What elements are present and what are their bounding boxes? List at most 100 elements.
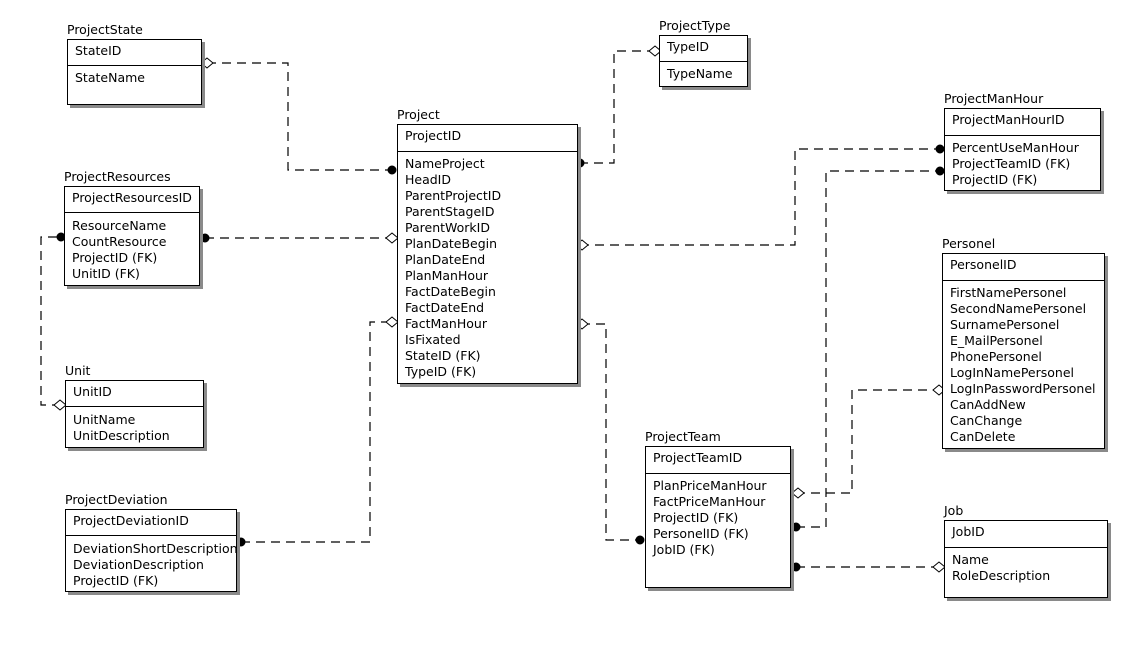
attribute: FirstNamePersonel <box>950 285 1067 300</box>
attribute: DeviationDescription <box>73 557 204 572</box>
attribute-list: ResourceName CountResource ProjectID (FK… <box>72 218 199 282</box>
rel-projecttype-project <box>580 50 656 164</box>
rel-projectstate-project <box>207 62 392 171</box>
attribute: StateID (FK) <box>405 348 481 363</box>
primary-key: TypeID <box>660 36 747 62</box>
attribute: FactPriceManHour <box>653 494 766 509</box>
rel-projectdeviation-project <box>241 321 392 543</box>
attribute: IsFixated <box>405 332 461 347</box>
attribute: SecondNamePersonel <box>950 301 1087 316</box>
rel-diamond-team-manhour <box>791 487 805 499</box>
attribute: ParentWorkID <box>405 220 490 235</box>
attribute: Name <box>952 552 989 567</box>
attribute: PercentUseManHour <box>952 140 1079 155</box>
attribute: ProjectTeamID (FK) <box>952 156 1071 171</box>
attribute: ProjectID (FK) <box>73 573 159 588</box>
entity-box: ProjectResourcesID ResourceName CountRes… <box>64 186 200 286</box>
attribute: ParentStageID <box>405 204 495 219</box>
attribute-list: NameProject HeadID ParentProjectID Paren… <box>405 156 577 380</box>
attribute: LogInPasswordPersonel <box>950 381 1096 396</box>
rel-dot-manhour-project <box>935 144 945 154</box>
attribute-list: PercentUseManHour ProjectTeamID (FK) Pro… <box>952 140 1100 188</box>
attribute-list: UnitName UnitDescription <box>73 412 203 444</box>
entity-box: PersonelID FirstNamePersonel SecondNameP… <box>942 253 1105 449</box>
entity-title: Personel <box>942 236 996 251</box>
rel-project-projectteam <box>581 323 640 541</box>
attribute: PlanDateEnd <box>405 252 486 267</box>
entity-box: ProjectTeamID PlanPriceManHour FactPrice… <box>645 446 791 588</box>
attribute: PlanDateBegin <box>405 236 498 251</box>
entity-title: ProjectResources <box>64 169 171 184</box>
attribute: FactDateEnd <box>405 300 485 315</box>
attribute: JobID (FK) <box>653 542 715 557</box>
entity-title: ProjectType <box>659 18 731 33</box>
entity-box: ProjectManHourID PercentUseManHour Proje… <box>944 108 1101 191</box>
entity-title: ProjectManHour <box>944 91 1044 106</box>
rel-dot-resources-project <box>200 233 210 243</box>
attribute: CanAddNew <box>950 397 1026 412</box>
primary-key: ProjectTeamID <box>646 447 790 474</box>
attribute: FactDateBegin <box>405 284 496 299</box>
primary-key: ProjectDeviationID <box>66 510 236 536</box>
entity-title: Job <box>944 503 964 518</box>
attribute: HeadID <box>405 172 451 187</box>
rel-projectteam-projectmanhour <box>796 170 940 528</box>
rel-dot-project-state <box>387 165 397 175</box>
attribute: CanChange <box>950 413 1023 428</box>
primary-key: ProjectID <box>398 125 577 152</box>
attribute: TypeID (FK) <box>405 364 477 379</box>
attribute: PersonelID (FK) <box>653 526 749 541</box>
rel-personel-projectteam <box>796 389 938 494</box>
entity-box: ProjectID NameProject HeadID ParentProje… <box>397 124 578 384</box>
entity-title: Project <box>397 107 440 122</box>
attribute: ProjectID (FK) <box>653 510 739 525</box>
attribute: CountResource <box>72 234 167 249</box>
entity-title: ProjectTeam <box>645 429 721 444</box>
attribute: CanDelete <box>950 429 1016 444</box>
attribute: UnitDescription <box>73 428 170 443</box>
entity-box: TypeID TypeName <box>659 35 748 87</box>
rel-diamond-project-manhour <box>575 239 589 251</box>
primary-key: ProjectResourcesID <box>65 187 199 213</box>
rel-dot-team-project <box>635 535 645 545</box>
attribute: E_MailPersonel <box>950 333 1043 348</box>
attribute-list: StateName <box>75 70 201 86</box>
attribute: NameProject <box>405 156 485 171</box>
attribute-list: Name RoleDescription <box>952 552 1107 584</box>
attribute: UnitID (FK) <box>72 266 140 281</box>
attribute: FactManHour <box>405 316 487 331</box>
attribute: TypeName <box>667 66 733 81</box>
attribute: StateName <box>75 70 145 85</box>
attribute-list: TypeName <box>667 66 747 82</box>
attribute-list: FirstNamePersonel SecondNamePersonel Sur… <box>950 285 1104 445</box>
entity-box: JobID Name RoleDescription <box>944 520 1108 598</box>
attribute: SurnamePersonel <box>950 317 1060 332</box>
entity-title: Unit <box>65 363 91 378</box>
primary-key: ProjectManHourID <box>945 109 1100 136</box>
rel-dot-manhour-team <box>935 166 945 176</box>
attribute: ProjectID (FK) <box>952 172 1038 187</box>
rel-dot-team-job <box>791 562 801 572</box>
entity-title: ProjectState <box>67 22 143 37</box>
primary-key: PersonelID <box>943 254 1104 281</box>
attribute: ProjectID (FK) <box>72 250 158 265</box>
entity-box: ProjectDeviationID DeviationShortDescrip… <box>65 509 238 592</box>
attribute: LogInNamePersonel <box>950 365 1074 380</box>
rel-dot-team-personel <box>791 522 801 532</box>
attribute: ParentProjectID <box>405 188 502 203</box>
primary-key: UnitID <box>66 381 203 407</box>
entity-title: ProjectDeviation <box>65 492 168 507</box>
attribute: PhonePersonel <box>950 349 1042 364</box>
rel-diamond-project-team <box>575 318 589 330</box>
attribute: UnitName <box>73 412 136 427</box>
entity-box: StateID StateName <box>67 39 202 105</box>
entity-box: UnitID UnitName UnitDescription <box>65 380 204 448</box>
attribute: PlanManHour <box>405 268 489 283</box>
attribute-list: DeviationShortDescription DeviationDescr… <box>73 541 238 589</box>
rel-unit-projectresources <box>40 236 63 406</box>
rel-dot-deviation-project <box>236 537 246 547</box>
attribute: RoleDescription <box>952 568 1051 583</box>
attribute-list: PlanPriceManHour FactPriceManHour Projec… <box>653 478 790 558</box>
primary-key: JobID <box>945 521 1107 548</box>
